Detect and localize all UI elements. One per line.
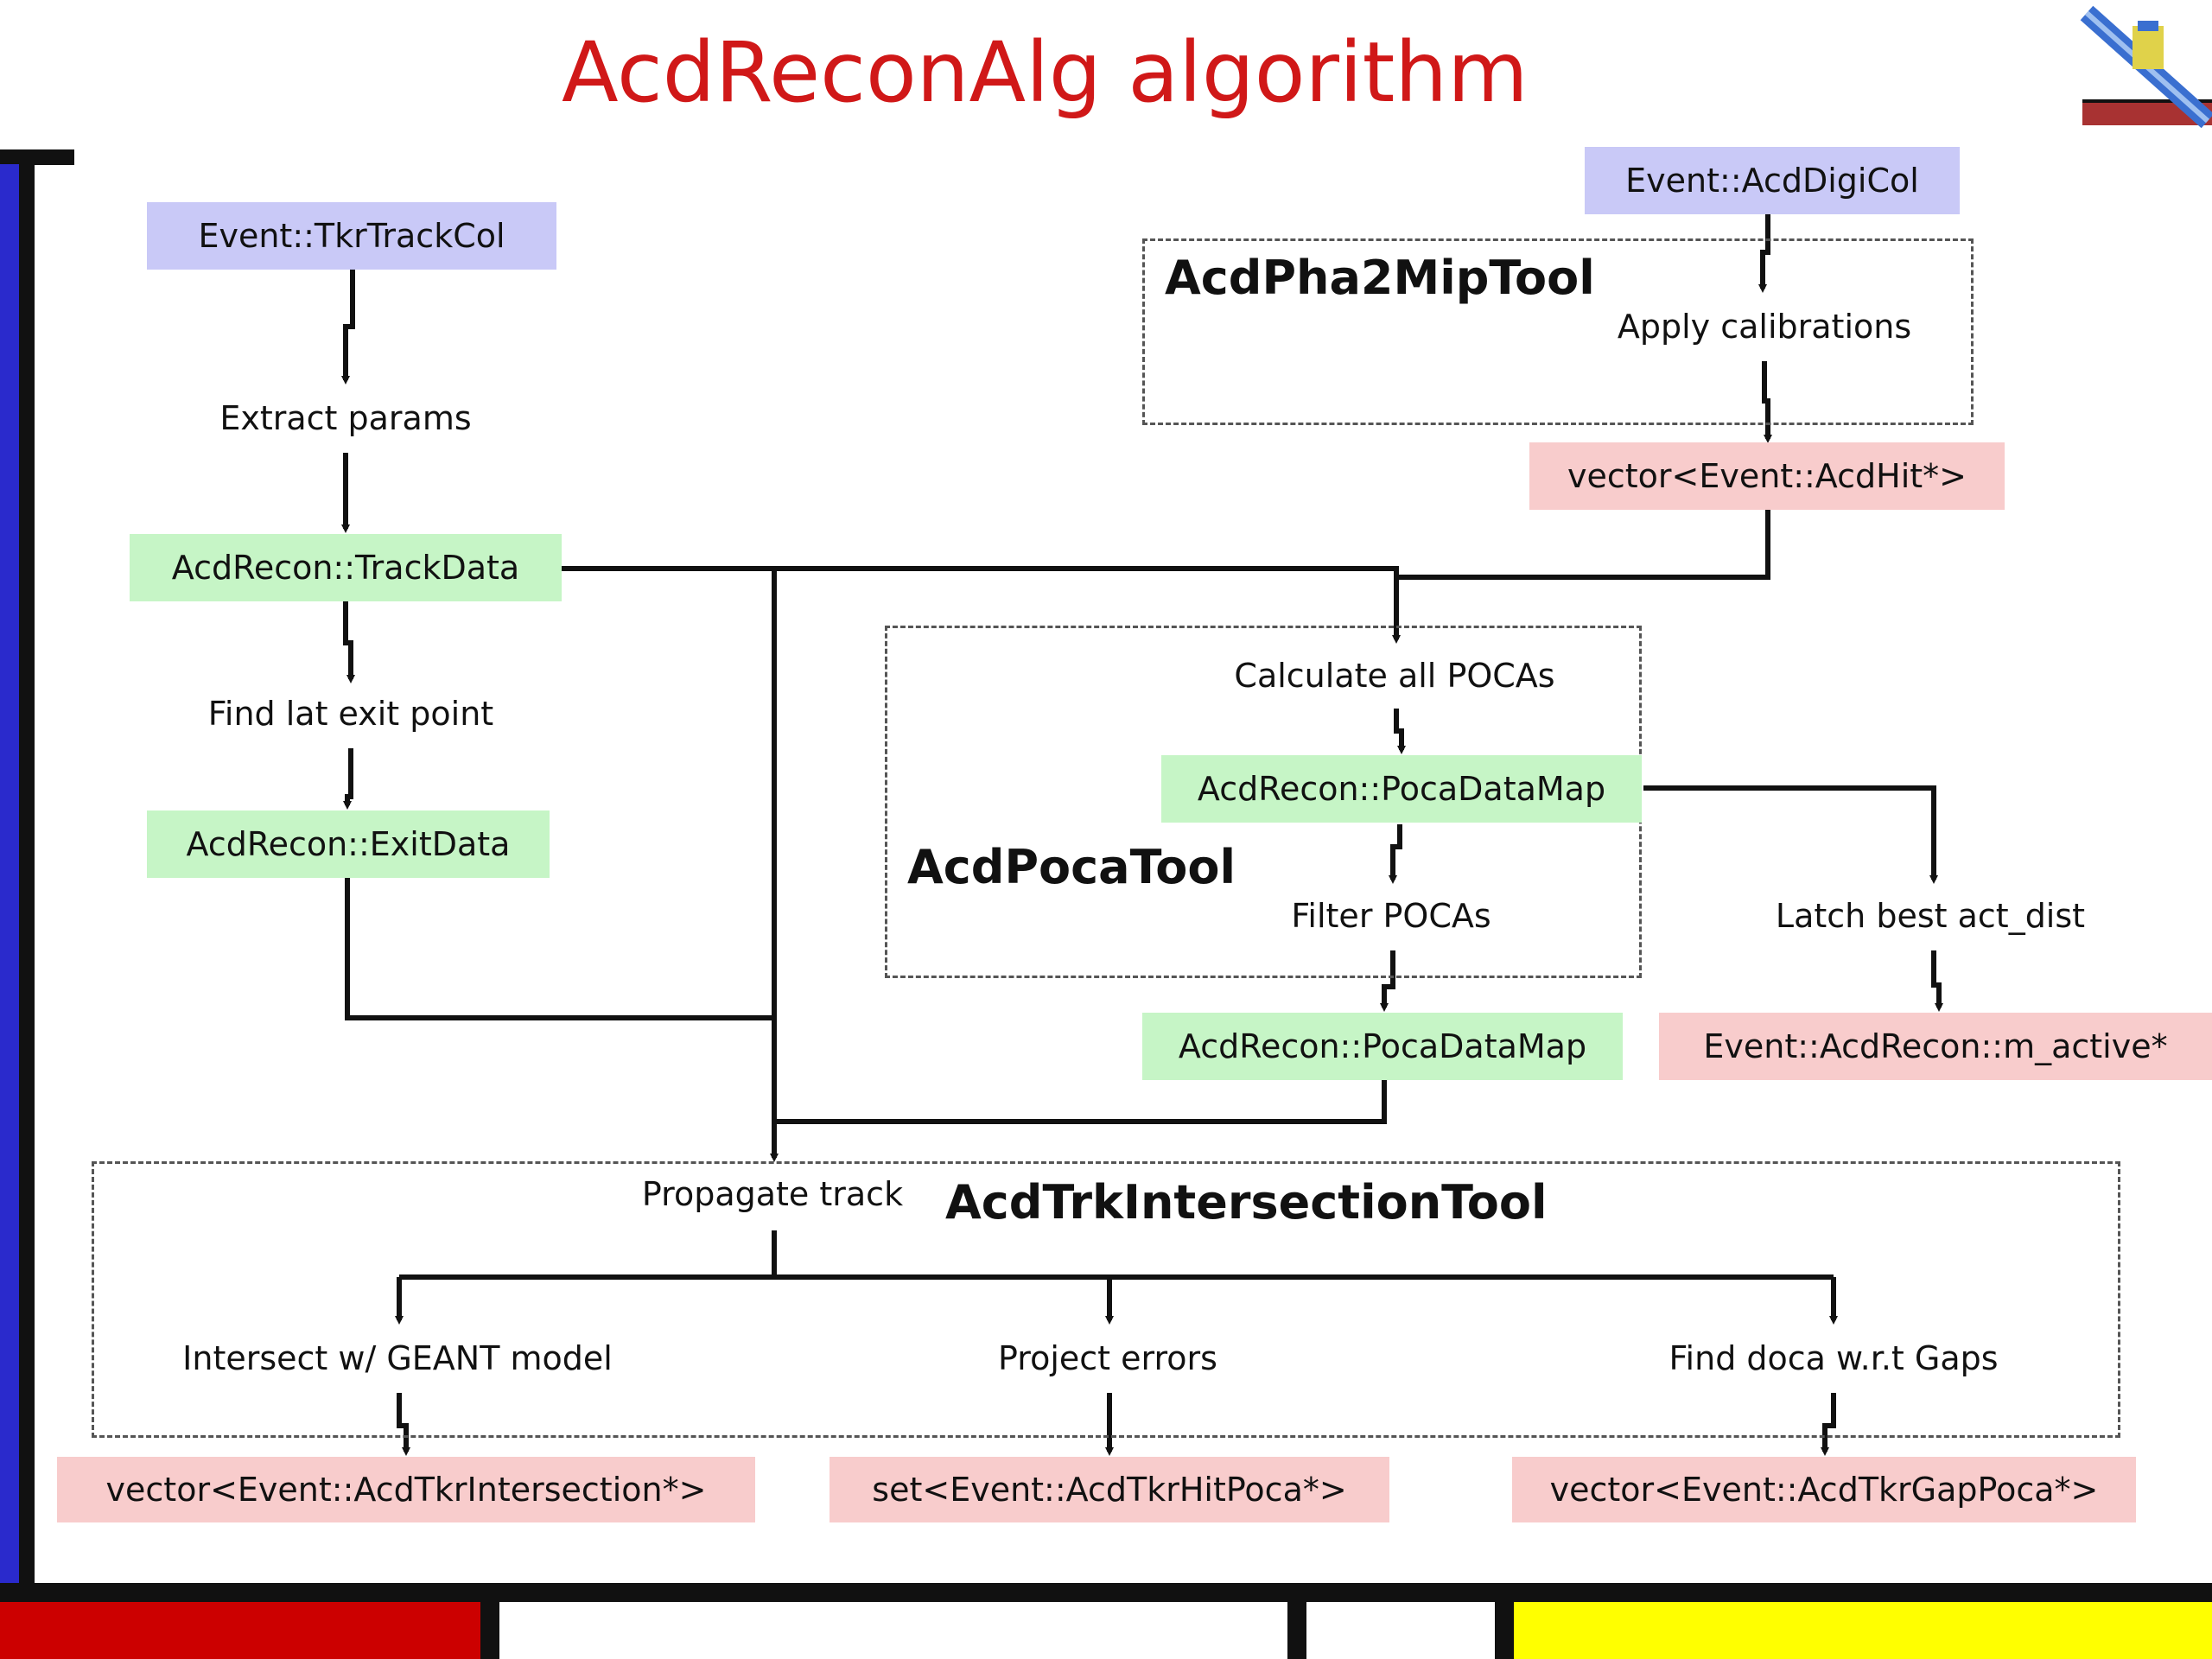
step-project-errors: Project errors xyxy=(998,1339,1217,1377)
tkr-intersection-vector-box: vector<Event::AcdTkrIntersection*> xyxy=(57,1457,755,1522)
frame-bottom-red xyxy=(0,1602,480,1659)
trk-intersection-tool-group xyxy=(92,1161,2120,1438)
frame-divider-1 xyxy=(480,1602,499,1659)
poca-tool-label: AcdPocaTool xyxy=(907,840,1236,894)
frame-bottom-yellow xyxy=(1514,1602,2212,1659)
poca-data-map-inner-box: AcdRecon::PocaDataMap xyxy=(1161,755,1642,823)
line-hits-to-poca xyxy=(1396,510,1770,580)
arrow-digicol-to-apply xyxy=(1758,214,1770,293)
frame-left-blue xyxy=(0,164,19,1592)
line-pocamap-out-to-junction xyxy=(774,1080,1387,1124)
tkr-track-col-box: Event::TkrTrackCol xyxy=(147,202,556,270)
arrow-findexit-to-exitdata xyxy=(343,748,353,810)
arrow-pocamap-to-filter xyxy=(1389,824,1402,884)
acd-hit-vector-box: vector<Event::AcdHit*> xyxy=(1529,442,2005,510)
poca-data-map-outer-box: AcdRecon::PocaDataMap xyxy=(1142,1013,1623,1080)
arrow-pocamap-to-latch xyxy=(1643,785,1938,884)
line-trackdata-right xyxy=(562,566,1401,644)
pha2mip-tool-group xyxy=(1142,238,1974,425)
arrow-intersect-to-output xyxy=(397,1393,410,1456)
exit-data-box: AcdRecon::ExitData xyxy=(147,810,550,878)
step-calculate-pocas: Calculate all POCAs xyxy=(1234,657,1555,695)
step-intersect-geant: Intersect w/ GEANT model xyxy=(182,1339,613,1377)
step-extract-params: Extract params xyxy=(219,399,472,437)
frame-bottom-white-1 xyxy=(499,1602,1287,1659)
step-find-lat-exit: Find lat exit point xyxy=(207,695,494,733)
step-apply-calibrations: Apply calibrations xyxy=(1617,308,1912,346)
arrow-filter-to-pocamap-out xyxy=(1380,950,1395,1012)
frame-divider-3 xyxy=(1495,1602,1514,1659)
frame-left-black xyxy=(19,149,35,1592)
step-propagate-track: Propagate track xyxy=(641,1175,904,1213)
acd-digi-col-box: Event::AcdDigiCol xyxy=(1585,147,1960,214)
page-title: AcdReconAlg algorithm xyxy=(562,24,1529,121)
m-active-box: Event::AcdRecon::m_active* xyxy=(1659,1013,2212,1080)
track-data-box: AcdRecon::TrackData xyxy=(130,534,562,601)
satellite-logo-icon xyxy=(2080,5,2212,129)
arrow-trackdata-to-findexit xyxy=(343,601,355,683)
step-latch-best: Latch best act_dist xyxy=(1775,897,2086,935)
arrow-calc-to-pocamap xyxy=(1394,709,1406,754)
frame-bottom-white-2 xyxy=(1306,1602,1495,1659)
pha2mip-tool-label: AcdPha2MipTool xyxy=(1165,251,1595,305)
arrow-tkrtrackcol-to-extract xyxy=(341,270,355,385)
frame-top-bar xyxy=(0,149,74,165)
arrow-finddoca-to-output xyxy=(1821,1393,1836,1456)
line-exitdata-to-junction xyxy=(345,878,774,1020)
tkr-gap-poca-vector-box: vector<Event::AcdTkrGapPoca*> xyxy=(1512,1457,2136,1522)
step-filter-pocas: Filter POCAs xyxy=(1291,897,1491,935)
step-find-doca-gaps: Find doca w.r.t Gaps xyxy=(1669,1339,1999,1377)
frame-divider-2 xyxy=(1287,1602,1306,1659)
arrow-apply-to-hits xyxy=(1762,361,1772,443)
arrow-latch-to-mactive xyxy=(1931,950,1943,1012)
trk-intersection-tool-label: AcdTrkIntersectionTool xyxy=(945,1175,1548,1230)
tkr-hit-poca-set-box: set<Event::AcdTkrHitPoca*> xyxy=(830,1457,1389,1522)
frame-bottom-bar xyxy=(0,1583,2212,1602)
